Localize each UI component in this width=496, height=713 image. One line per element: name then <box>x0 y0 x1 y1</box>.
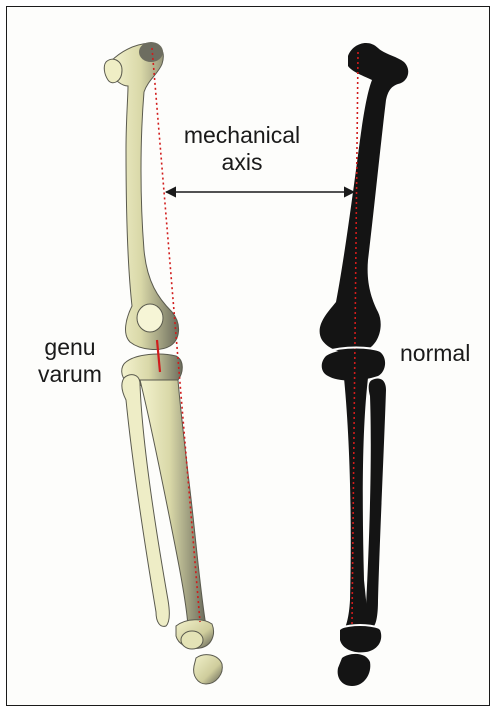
varum-patella <box>137 304 163 332</box>
normal-talus <box>340 624 381 652</box>
varum-calcaneus <box>194 655 223 684</box>
normal-calcaneus <box>338 654 371 686</box>
varum-foot-bone <box>181 631 203 649</box>
normal-fibula <box>365 378 386 628</box>
genu-varum-label: genu varum <box>20 334 120 388</box>
mechanical-axis-label: mechanical axis <box>178 122 306 176</box>
normal-tibial-plateau <box>322 349 385 381</box>
normal-label: normal <box>400 340 470 367</box>
normal-femur <box>320 43 409 353</box>
genu-varum-label-line1: genu <box>20 334 120 361</box>
varum-trochanter <box>104 59 122 83</box>
genu-varum-label-line2: varum <box>20 361 120 388</box>
varum-femur <box>110 43 179 350</box>
mechanical-axis-label-line2: axis <box>178 149 306 176</box>
varum-femoral-head <box>139 42 163 62</box>
mechanical-axis-label-line1: mechanical <box>178 122 306 149</box>
normal-leg <box>320 43 409 686</box>
normal-tibia <box>344 378 370 630</box>
